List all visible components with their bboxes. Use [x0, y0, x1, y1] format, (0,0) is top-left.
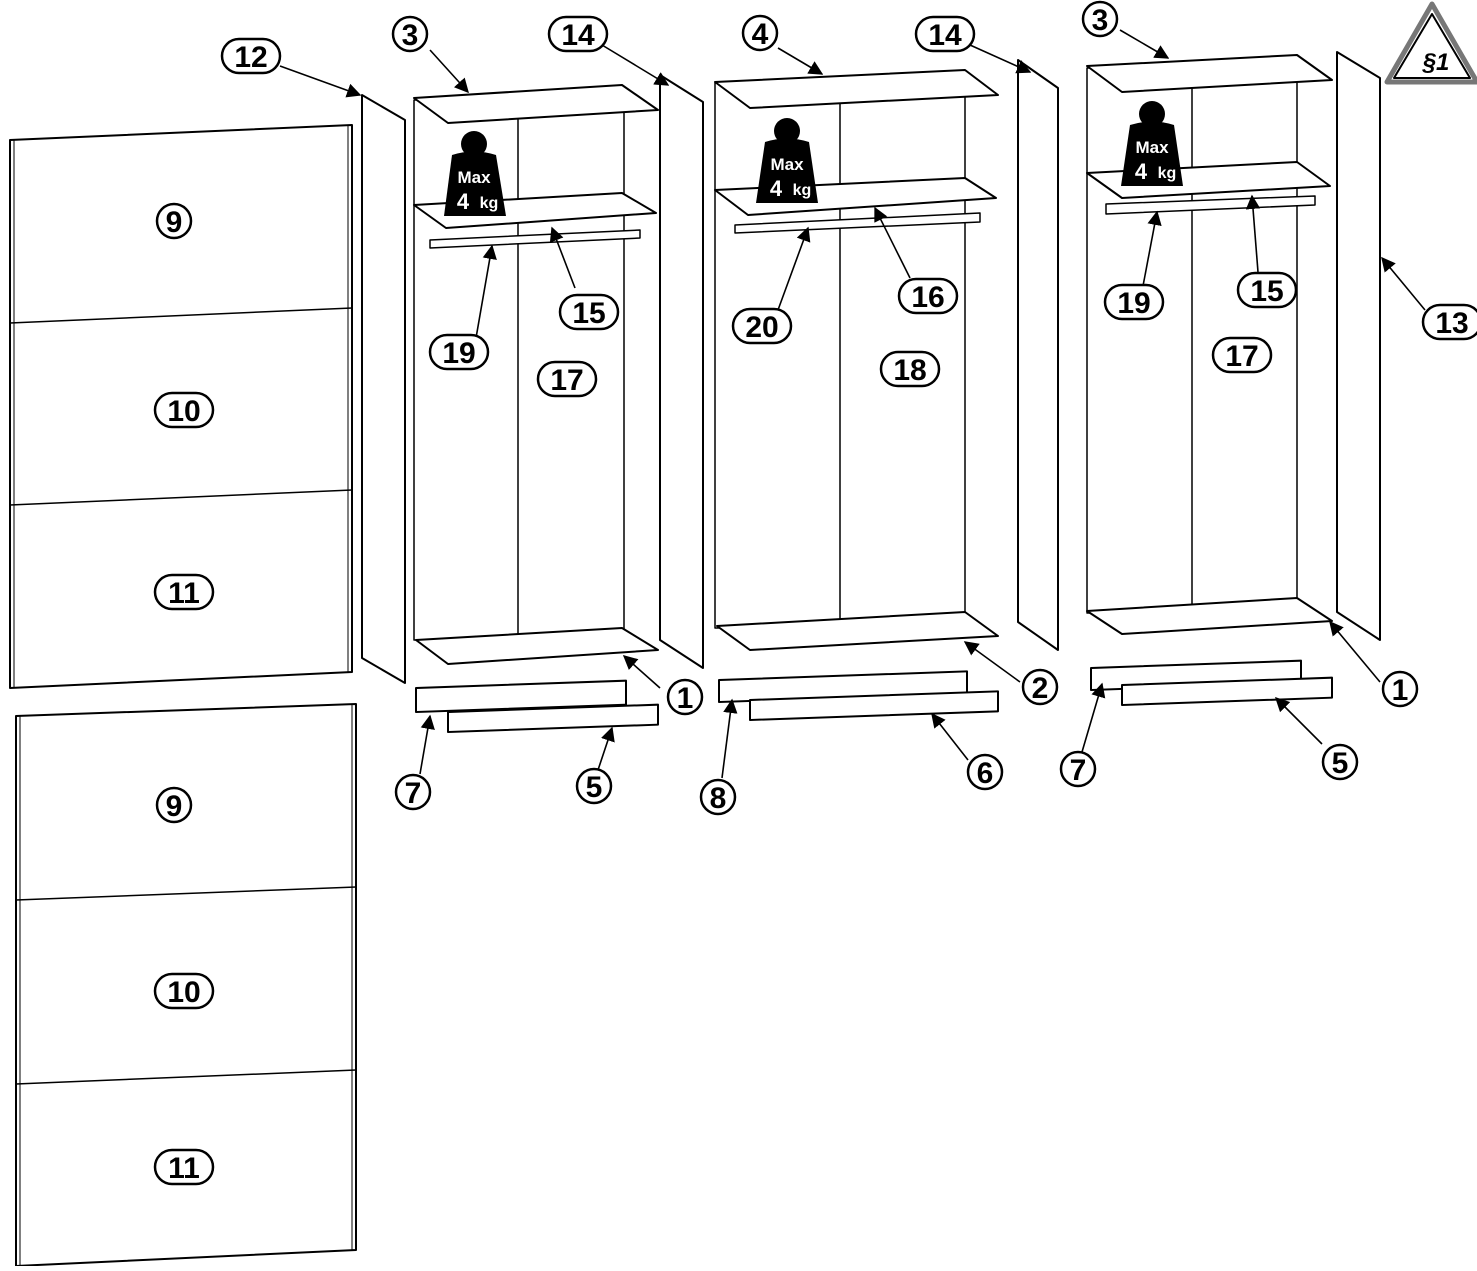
callout-19: 19 [1103, 283, 1165, 321]
svg-text:kg: kg [793, 182, 812, 199]
svg-text:6: 6 [977, 757, 994, 790]
svg-text:5: 5 [586, 771, 603, 804]
svg-text:1: 1 [1392, 674, 1409, 707]
svg-text:kg: kg [1158, 165, 1177, 182]
svg-text:1: 1 [677, 682, 694, 715]
callout-1: 1 [666, 678, 704, 716]
svg-text:11: 11 [168, 577, 200, 610]
svg-text:Max: Max [770, 155, 804, 174]
svg-text:7: 7 [405, 777, 422, 810]
side-panel-14b [1017, 59, 1059, 651]
callout-7: 7 [394, 773, 432, 811]
plinth-5a [447, 703, 659, 734]
callout-14: 14 [547, 15, 609, 53]
callout-17: 17 [536, 360, 598, 398]
callout-15: 15 [558, 293, 620, 331]
callout-19: 19 [428, 333, 490, 371]
svg-text:4: 4 [752, 18, 769, 51]
weight-badge: Max 4 kg [1121, 101, 1183, 186]
side-panel-12 [361, 94, 406, 684]
svg-text:17: 17 [550, 364, 583, 397]
callout-3: 3 [391, 15, 429, 53]
callout-13: 13 [1421, 303, 1477, 341]
callout-16: 16 [897, 277, 959, 315]
svg-text:8: 8 [710, 782, 727, 815]
svg-text:kg: kg [480, 195, 499, 212]
svg-text:Max: Max [1135, 138, 1169, 157]
callout-11: 11 [153, 573, 215, 611]
svg-text:13: 13 [1435, 307, 1468, 340]
plinth-7a [415, 679, 627, 714]
svg-text:3: 3 [1092, 4, 1109, 37]
callout-7: 7 [1059, 750, 1097, 788]
svg-text:7: 7 [1070, 754, 1087, 787]
side-panel-13 [1336, 51, 1381, 641]
svg-text:12: 12 [234, 41, 267, 74]
svg-text:4: 4 [457, 189, 470, 214]
svg-text:18: 18 [893, 354, 926, 387]
svg-text:17: 17 [1225, 340, 1258, 373]
svg-text:10: 10 [167, 395, 200, 428]
svg-text:5: 5 [1332, 747, 1349, 780]
svg-text:4: 4 [1135, 159, 1148, 184]
svg-text:10: 10 [167, 976, 200, 1009]
svg-text:14: 14 [928, 19, 962, 52]
callout-5: 5 [1321, 743, 1359, 781]
svg-text:3: 3 [402, 19, 419, 52]
callout-17: 17 [1211, 336, 1273, 374]
svg-text:19: 19 [1117, 287, 1150, 320]
callout-10: 10 [153, 391, 215, 429]
callout-9: 9 [155, 202, 193, 240]
callout-4: 4 [741, 14, 779, 52]
callout-18: 18 [879, 350, 941, 388]
callout-6: 6 [966, 753, 1004, 791]
weight-badge: Max 4 kg [756, 118, 818, 203]
svg-text:9: 9 [166, 790, 183, 823]
callout-8: 8 [699, 778, 737, 816]
callout-11: 11 [153, 1148, 215, 1186]
svg-text:15: 15 [572, 297, 605, 330]
svg-text:19: 19 [442, 337, 475, 370]
svg-text:2: 2 [1032, 672, 1049, 705]
callout-1: 1 [1381, 670, 1419, 708]
svg-text:14: 14 [561, 19, 595, 52]
callout-10: 10 [153, 972, 215, 1010]
svg-text:20: 20 [745, 311, 778, 344]
svg-text:15: 15 [1250, 275, 1283, 308]
svg-text:Max: Max [457, 168, 491, 187]
warning-triangle-icon: §1 [1384, 1, 1477, 85]
side-panel-14a [659, 74, 704, 669]
svg-text:11: 11 [168, 1152, 200, 1185]
leader-lines [279, 29, 1426, 779]
callout-2: 2 [1021, 668, 1059, 706]
callout-15: 15 [1236, 271, 1298, 309]
callout-9: 9 [155, 786, 193, 824]
svg-text:4: 4 [770, 176, 783, 201]
svg-text:16: 16 [911, 281, 944, 314]
warning-sign-label: §1 [1422, 49, 1450, 76]
callout-3: 3 [1081, 0, 1119, 38]
callout-14: 14 [914, 15, 976, 53]
callout-20: 20 [731, 307, 793, 345]
callout-5: 5 [575, 767, 613, 805]
callout-12: 12 [220, 37, 282, 75]
plinth-6 [749, 690, 999, 722]
svg-text:9: 9 [166, 206, 183, 239]
weight-badge: Max 4 kg [444, 131, 506, 216]
